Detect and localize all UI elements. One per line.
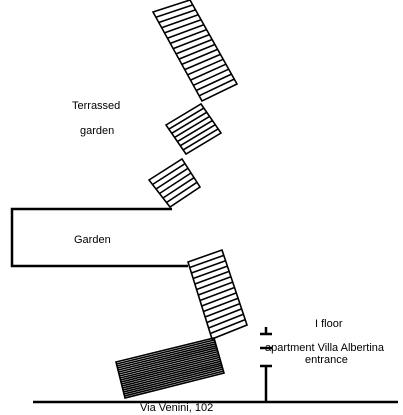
staircase-bottom-step — [122, 364, 222, 391]
staircase-lower-mid — [147, 157, 202, 209]
staircase-lower-mid-step — [166, 181, 198, 204]
staircase-bottom-step — [119, 352, 219, 379]
staircase-bottom-step — [123, 368, 224, 395]
staircase-bottom-step — [116, 339, 215, 365]
staircase-top-step — [181, 48, 218, 66]
staircase-right — [187, 248, 248, 341]
staircase-bottom-step — [123, 366, 223, 393]
staircase-top-step — [198, 78, 235, 97]
staircase-bottom-step — [120, 354, 220, 381]
staircase-right-step — [199, 286, 235, 302]
floor-label: I floor — [315, 318, 343, 330]
staircase-top-step — [193, 68, 230, 87]
staircase-top-step — [164, 19, 202, 34]
staircase-right-step — [204, 302, 241, 318]
staircase-top-step — [184, 53, 221, 71]
staircase-bottom-step — [120, 356, 220, 383]
garden-outline — [10, 207, 188, 268]
staircase-lower-mid-step — [159, 172, 192, 195]
staircase-right-outline — [187, 248, 248, 341]
staircase-right-step — [189, 254, 225, 269]
apartment-label-line1: apartment Villa Albertina — [265, 342, 385, 354]
terrassed-garden-label-line2: garden — [80, 125, 115, 137]
staircase-upper-mid-step — [176, 119, 213, 143]
staircase-upper-mid-outline — [164, 102, 223, 156]
staircase-bottom-step — [122, 362, 222, 389]
staircase-upper-mid-step — [168, 107, 205, 130]
staircase-upper-mid-step — [182, 128, 219, 151]
staircase-bottom-step — [118, 346, 217, 373]
staircase-lower-mid-step — [152, 163, 186, 186]
staircase-upper-mid-step — [174, 115, 211, 139]
staircase-top-outline — [151, 0, 239, 103]
staircase-top-step — [175, 38, 213, 55]
staircase-top-step — [158, 9, 196, 24]
staircase-right-step — [208, 313, 244, 329]
staircase-bottom-step — [124, 370, 224, 397]
staircase-upper-mid-step — [179, 124, 216, 147]
apartment-label-line2: entrance — [305, 354, 348, 366]
street-address-label: Via Venini, 102 — [140, 402, 214, 414]
staircase-right-step — [203, 297, 239, 313]
terrassed-garden-label-line1: Terrassed — [72, 100, 121, 112]
staircase-bottom-step — [121, 358, 221, 385]
entrance-door-icon — [260, 327, 272, 401]
staircase-lower-mid-step — [162, 177, 195, 199]
staircase-bottom — [115, 337, 225, 399]
staircase-right-step — [201, 292, 237, 307]
staircase-bottom-step — [121, 360, 221, 387]
staircase-top-step — [170, 28, 207, 45]
staircase-top-step — [155, 4, 194, 18]
staircase-top-step — [161, 14, 199, 29]
staircase-upper-mid — [164, 102, 223, 156]
staircase-right-step — [210, 318, 246, 335]
staircase-top — [151, 0, 239, 103]
staircase-right-step — [194, 270, 230, 285]
staircase-right-step — [198, 281, 233, 296]
staircase-right-step — [196, 276, 232, 291]
staircase-top-step — [167, 23, 205, 39]
staircase-top-step — [190, 63, 227, 81]
garden-label: Garden — [74, 234, 111, 246]
staircase-top-step — [195, 73, 232, 92]
staircase-lower-mid-step — [155, 167, 189, 190]
staircase-top-step — [178, 43, 216, 60]
staircase-bottom-step — [117, 345, 217, 371]
staircase-bottom-step — [117, 343, 216, 369]
staircase-bottom-step — [119, 350, 219, 377]
staircase-upper-mid-step — [171, 111, 208, 134]
staircase-right-step — [206, 308, 242, 324]
staircase-top-step — [172, 33, 210, 50]
staircase-bottom-step — [116, 341, 216, 367]
staircase-bottom-step — [118, 348, 218, 375]
staircase-right-step — [192, 265, 228, 280]
staircase-top-step — [187, 58, 224, 76]
staircase-right-step — [191, 259, 226, 274]
